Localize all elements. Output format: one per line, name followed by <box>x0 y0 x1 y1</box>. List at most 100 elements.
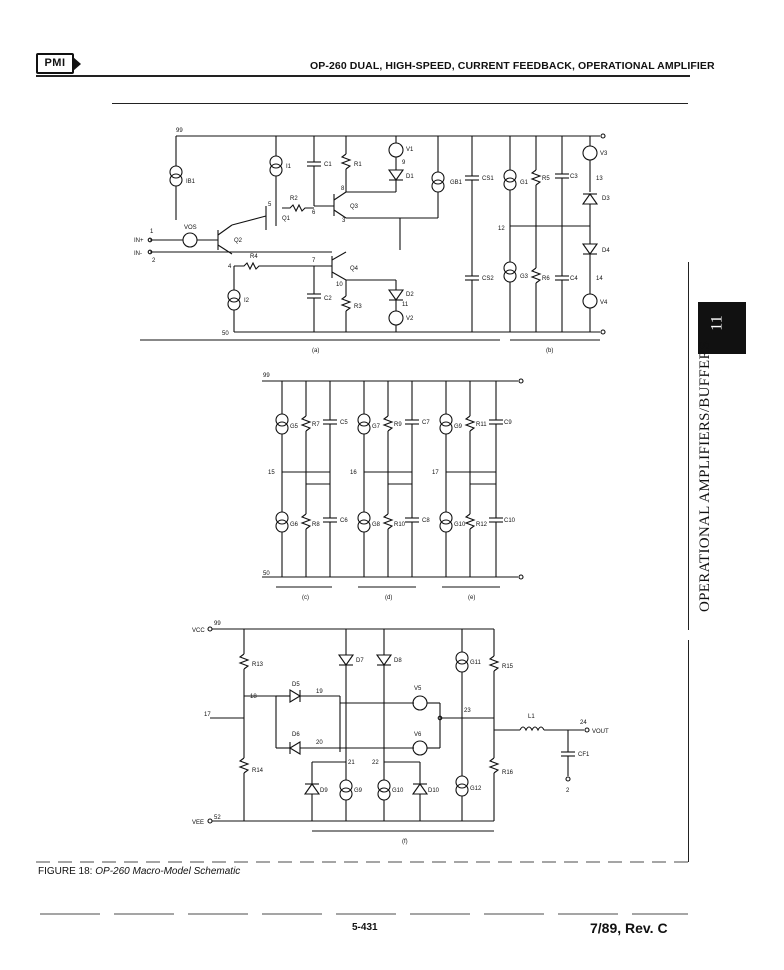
node-1-label: 1 <box>150 229 154 235</box>
r9-label: R9 <box>394 422 402 428</box>
node-11-label: 11 <box>402 302 409 308</box>
v2-label: V2 <box>406 316 414 322</box>
g9-label: G9 <box>454 424 463 430</box>
r3-label: R3 <box>354 304 362 310</box>
node-17-label: 17 <box>432 470 439 476</box>
node-52-label: 52 <box>214 815 221 821</box>
q1-label: Q1 <box>282 216 291 222</box>
figure-title: OP-260 Macro-Model Schematic <box>95 866 241 877</box>
q2-label: Q2 <box>234 238 243 244</box>
g5-label: G5 <box>290 424 299 430</box>
g9-f-label: G9 <box>354 788 363 794</box>
node-16-label: 16 <box>350 470 357 476</box>
node-50-c-label: 50 <box>263 571 270 577</box>
g8-label: G8 <box>372 522 381 528</box>
panel-c-label: (c) <box>302 595 309 601</box>
c5-label: C5 <box>340 420 348 426</box>
panel-b-label: (b) <box>546 348 553 354</box>
d8-label: D8 <box>394 658 402 664</box>
r10-label: R10 <box>394 522 406 528</box>
d1-label: D1 <box>406 174 414 180</box>
g3-label: G3 <box>520 274 529 280</box>
page-header-title: OP-260 DUAL, HIGH-SPEED, CURRENT FEEDBAC… <box>310 60 715 72</box>
section-tab <box>698 302 746 354</box>
node-6-label: 6 <box>312 210 316 216</box>
gb1-label: GB1 <box>450 180 463 186</box>
vcc-label: VCC <box>192 628 205 634</box>
node-5-label: 5 <box>268 202 272 208</box>
node-99-f-label: 99 <box>214 621 221 627</box>
g6-label: G6 <box>290 522 299 528</box>
r16-label: R16 <box>502 770 514 776</box>
figure-caption: FIGURE 18: OP-260 Macro-Model Schematic <box>38 866 240 877</box>
node-24-label: 24 <box>580 720 587 726</box>
d2-label: D2 <box>406 292 414 298</box>
r14-label: R14 <box>252 768 264 774</box>
r8-label: R8 <box>312 522 320 528</box>
d9-label: D9 <box>320 788 328 794</box>
vout-label: VOUT <box>592 729 609 735</box>
r7-label: R7 <box>312 422 320 428</box>
c6-label: C6 <box>340 518 348 524</box>
d3-label: D3 <box>602 196 610 202</box>
schematic-cde: 99 50 G5 G6 R7 R8 C5 C6 15 <box>262 373 524 601</box>
panel-d-label: (d) <box>385 595 392 601</box>
c7-label: C7 <box>422 420 430 426</box>
node-23-label: 23 <box>464 708 471 714</box>
cs1-label: CS1 <box>482 176 494 182</box>
g11-label: G11 <box>470 660 482 666</box>
c10-label: C10 <box>504 518 516 524</box>
node-2-label: 2 <box>152 258 156 264</box>
q3-label: Q3 <box>350 204 359 210</box>
d7-label: D7 <box>356 658 364 664</box>
pmi-logo: PMI <box>36 53 81 74</box>
i2-label: I2 <box>244 298 250 304</box>
g1-label: G1 <box>520 180 529 186</box>
node-50-a-label: 50 <box>222 331 229 337</box>
g12-label: G12 <box>470 786 482 792</box>
v3-label: V3 <box>600 151 608 157</box>
node-15-label: 15 <box>268 470 275 476</box>
figure-label: FIGURE 18: <box>38 866 93 877</box>
node-8-label: 8 <box>341 186 345 192</box>
node-2-f-label: 2 <box>566 788 570 794</box>
r5-label: R5 <box>542 176 550 182</box>
d5-label: D5 <box>292 682 300 688</box>
i1-label: I1 <box>286 164 292 170</box>
c1-label: C1 <box>324 162 332 168</box>
node-20-label: 20 <box>316 740 323 746</box>
schematic-a: IB1 I1 C1 R1 8 V1 9 D1 <box>134 128 522 354</box>
r4-label: R4 <box>250 254 258 260</box>
c9-label: C9 <box>504 420 512 426</box>
l1-label: L1 <box>528 714 535 720</box>
c4-label: C4 <box>570 276 578 282</box>
node-9-label: 9 <box>402 160 406 166</box>
g10-label: G10 <box>454 522 466 528</box>
ib1-label: IB1 <box>186 179 196 185</box>
vee-label: VEE <box>192 820 204 826</box>
r12-label: R12 <box>476 522 488 528</box>
node-19-label: 19 <box>316 689 323 695</box>
side-rule-lower <box>688 640 689 862</box>
r1-label: R1 <box>354 162 362 168</box>
r6-label: R6 <box>542 276 550 282</box>
c2-label: C2 <box>324 296 332 302</box>
node-99-a-label: 99 <box>176 128 183 134</box>
cf1-label: CF1 <box>578 752 590 758</box>
node-14-label: 14 <box>596 276 603 282</box>
node-21-label: 21 <box>348 760 355 766</box>
node-22-label: 22 <box>372 760 379 766</box>
node-17-f-label: 17 <box>204 712 211 718</box>
panel-a-label: (a) <box>312 348 319 354</box>
g7-label: G7 <box>372 424 381 430</box>
vos-label: VOS <box>184 225 197 231</box>
q4-label: Q4 <box>350 266 359 272</box>
r11-label: R11 <box>476 422 487 428</box>
top-rule <box>112 103 688 104</box>
c3-label: C3 <box>570 174 578 180</box>
v5-label: V5 <box>414 686 422 692</box>
c8-label: C8 <box>422 518 430 524</box>
in-plus-label: IN+ <box>134 238 144 244</box>
r15-label: R15 <box>502 664 514 670</box>
